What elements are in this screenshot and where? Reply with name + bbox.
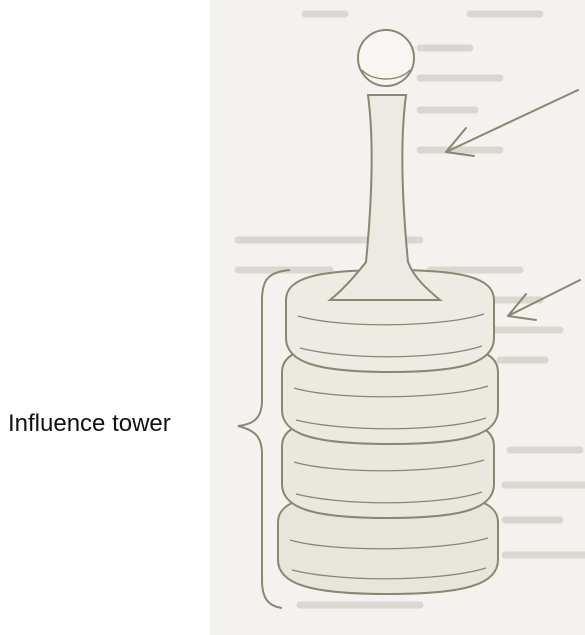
tower-label: Influence tower xyxy=(8,410,171,438)
knob xyxy=(330,30,440,300)
arrow-knob xyxy=(446,90,578,156)
